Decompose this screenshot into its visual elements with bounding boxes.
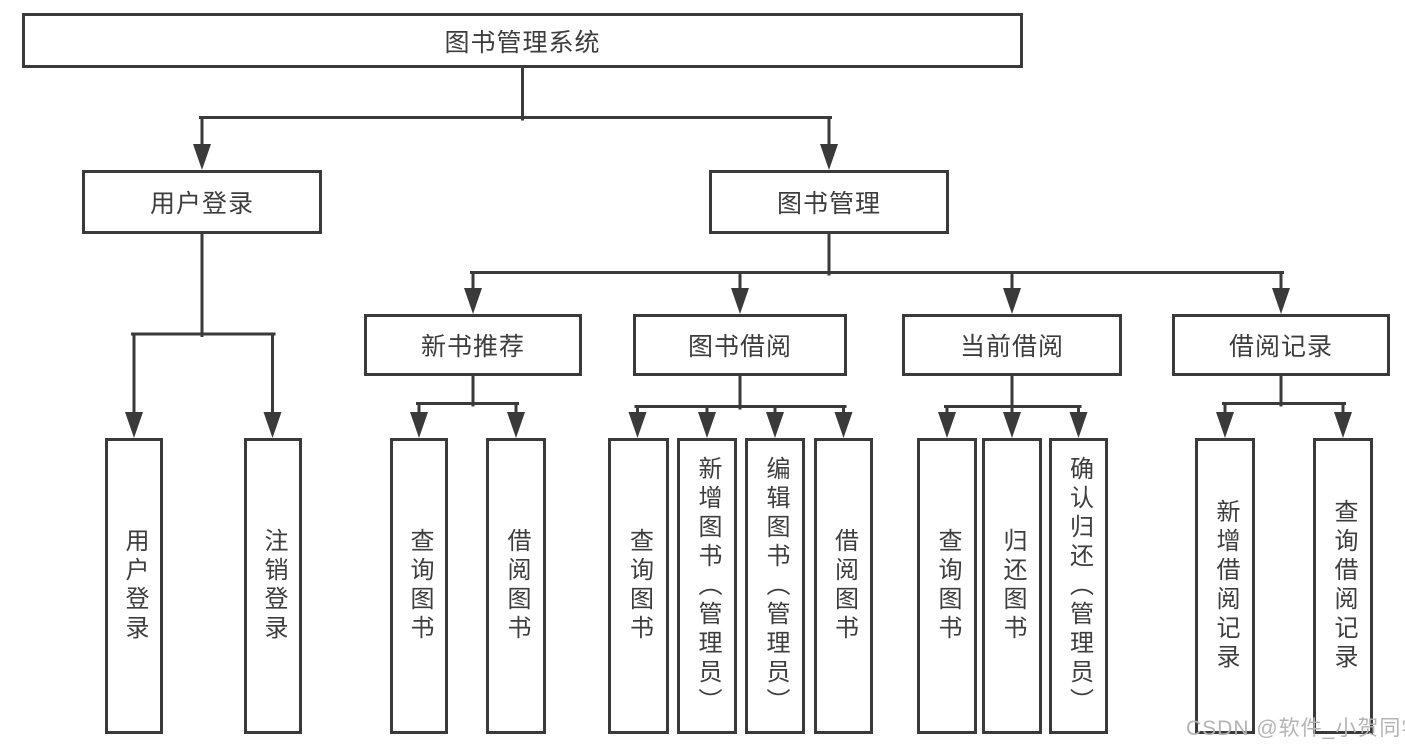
arrowhead-down-icon [1003,412,1021,438]
arrowhead-down-icon [938,412,956,438]
leaf-user-login: 用户登录 [105,438,163,734]
node-book-borrowing: 图书借阅 [633,314,847,376]
leaf-add-borrowing-record: 新增借阅记录 [1195,438,1255,734]
arrowhead-down-icon [464,288,482,314]
arrowhead-down-icon [193,144,211,170]
leaf-edit-books-admin: 编辑图书（管理员） [745,438,805,734]
node-library-management-system: 图书管理系统 [22,13,1023,68]
arrowhead-down-icon [1003,288,1021,314]
arrowhead-down-icon [410,412,428,438]
arrowhead-down-icon [1216,412,1234,438]
arrowhead-down-icon [766,412,784,438]
node-borrowing-records: 借阅记录 [1172,314,1390,376]
node-new-book-recommendation: 新书推荐 [364,314,582,376]
leaf-add-books-admin: 新增图书（管理员） [677,438,737,734]
node-user-login: 用户登录 [82,170,322,234]
arrowhead-down-icon [125,412,143,438]
arrowhead-down-icon [731,288,749,314]
leaf-query-books: 查询图书 [390,438,448,734]
arrowhead-down-icon [1272,288,1290,314]
arrowhead-down-icon [820,144,838,170]
arrowhead-down-icon [507,412,525,438]
leaf-logout-login: 注销登录 [244,438,302,734]
leaf-return-books: 归还图书 [982,438,1042,734]
leaf-borrow-books-2: 借阅图书 [814,438,873,734]
leaf-borrow-books: 借阅图书 [486,438,546,734]
leaf-query-books-3: 查询图书 [917,438,977,734]
leaf-confirm-return-admin: 确认归还（管理员） [1049,438,1108,734]
arrowhead-down-icon [1334,412,1352,438]
leaf-query-books-2: 查询图书 [608,438,669,734]
node-book-management: 图书管理 [709,170,949,234]
node-current-borrowing: 当前借阅 [902,314,1122,376]
watermark-csdn: CSDN @软件_小贺同学 [1186,717,1405,740]
arrowhead-down-icon [628,412,647,438]
arrowhead-down-icon [263,412,282,438]
arrowhead-down-icon [698,412,716,438]
arrowhead-down-icon [1069,412,1088,438]
arrowhead-down-icon [834,412,853,438]
leaf-query-borrowing-record: 查询借阅记录 [1313,438,1373,734]
